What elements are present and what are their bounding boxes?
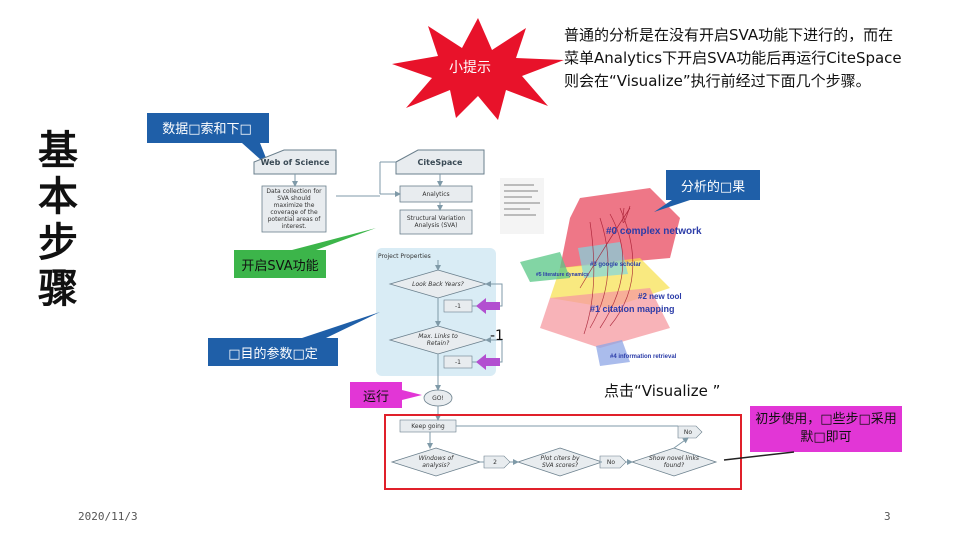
cluster-3-region <box>578 242 628 278</box>
run-callout: 运行 <box>362 389 389 405</box>
cluster-label: #4 information retrieval <box>610 354 677 360</box>
starburst-shape <box>392 18 564 120</box>
no-tag-top <box>677 425 703 439</box>
steps-highlight-frame <box>384 414 742 490</box>
two-label: 2 <box>493 458 497 466</box>
results-callout: 分析的□果 <box>680 179 746 195</box>
legend-panel <box>500 178 544 234</box>
citespace-label: CiteSpace <box>417 157 463 167</box>
go-label: GO! <box>432 394 444 402</box>
keep-going-label: Keep going <box>411 422 445 430</box>
look-back-label: Look Back Years? <box>412 280 464 288</box>
wos-label: Web of Science <box>260 157 330 167</box>
project-properties-label: Project Properties <box>378 252 431 260</box>
enable-sva-callout: 开启SVA功能 <box>241 258 319 274</box>
sva-label: Structural Variation Analysis (SVA) <box>406 215 466 229</box>
minus-one-arrows <box>476 298 500 370</box>
beginner-note-shape <box>723 406 902 461</box>
title-char: 本 <box>38 173 78 220</box>
data-collection-callout: 数据□索和下□ <box>162 121 252 137</box>
minus1-label-a: -1 <box>455 302 461 310</box>
cluster-label: #5 literature dynamics <box>536 272 589 278</box>
two-tag <box>483 455 511 469</box>
flowchart <box>253 149 718 477</box>
windows-label: Windows of analysis? <box>418 455 454 469</box>
cluster-4-region <box>596 340 630 366</box>
params-callout-shape <box>208 312 380 366</box>
results-callout-shape <box>654 170 760 212</box>
tip-label: 小提示 <box>449 60 491 76</box>
no-tag-mid <box>599 455 627 469</box>
left-arrow-icon <box>476 298 500 314</box>
click-visualize-text: 点击“Visualize ” <box>604 382 721 400</box>
windows-diamond <box>390 447 482 477</box>
minus1-label-b: -1 <box>455 358 461 366</box>
intro-paragraph: 普通的分析是在没有开启SVA功能下进行的，而在菜单Analytics下开启SVA… <box>564 26 902 90</box>
params-callout: □目的参数□定 <box>228 346 318 362</box>
cluster-5-region <box>520 252 570 282</box>
cluster-1-region <box>540 288 670 348</box>
wos-node <box>253 149 337 175</box>
cluster-label: #2 new tool <box>638 292 682 301</box>
title-char: 步 <box>38 219 78 266</box>
beginner-note-callout: 初步使用，□些步□采用默□即可 <box>755 412 897 445</box>
citespace-node <box>395 149 485 175</box>
no-mid-label: No <box>606 458 616 466</box>
tip-starburst <box>392 18 564 120</box>
enable-sva-callout-shape <box>234 228 376 278</box>
network-visualization <box>500 178 680 366</box>
title-char: 基 <box>38 127 78 174</box>
plot-diamond <box>516 447 604 477</box>
left-arrow-icon <box>476 354 500 370</box>
slide-title-vertical: 基 本 步 骤 <box>38 128 78 312</box>
sva-box <box>399 209 473 235</box>
cluster-label: #0 complex network <box>606 226 702 237</box>
data-note-label: Data collection for SVA should maximize … <box>266 188 322 230</box>
no-top-label: No <box>683 428 693 436</box>
plot-label: Plot citers by SVA scores? <box>540 455 580 469</box>
novel-diamond <box>630 447 718 477</box>
title-char: 骤 <box>38 265 78 312</box>
max-links-label: Max. Links to Retain? <box>418 333 458 347</box>
novel-label: Show novel links found? <box>648 455 700 469</box>
cluster-label: #3 google scholar <box>590 262 642 268</box>
slide-date: 2020/11/3 <box>78 510 138 523</box>
run-callout-shape <box>350 382 422 408</box>
minus-one-annotation: -1 <box>490 328 504 344</box>
analytics-label: Analytics <box>422 190 450 198</box>
cluster-label: #1 citation mapping <box>590 304 675 314</box>
page-number: 3 <box>884 510 891 523</box>
